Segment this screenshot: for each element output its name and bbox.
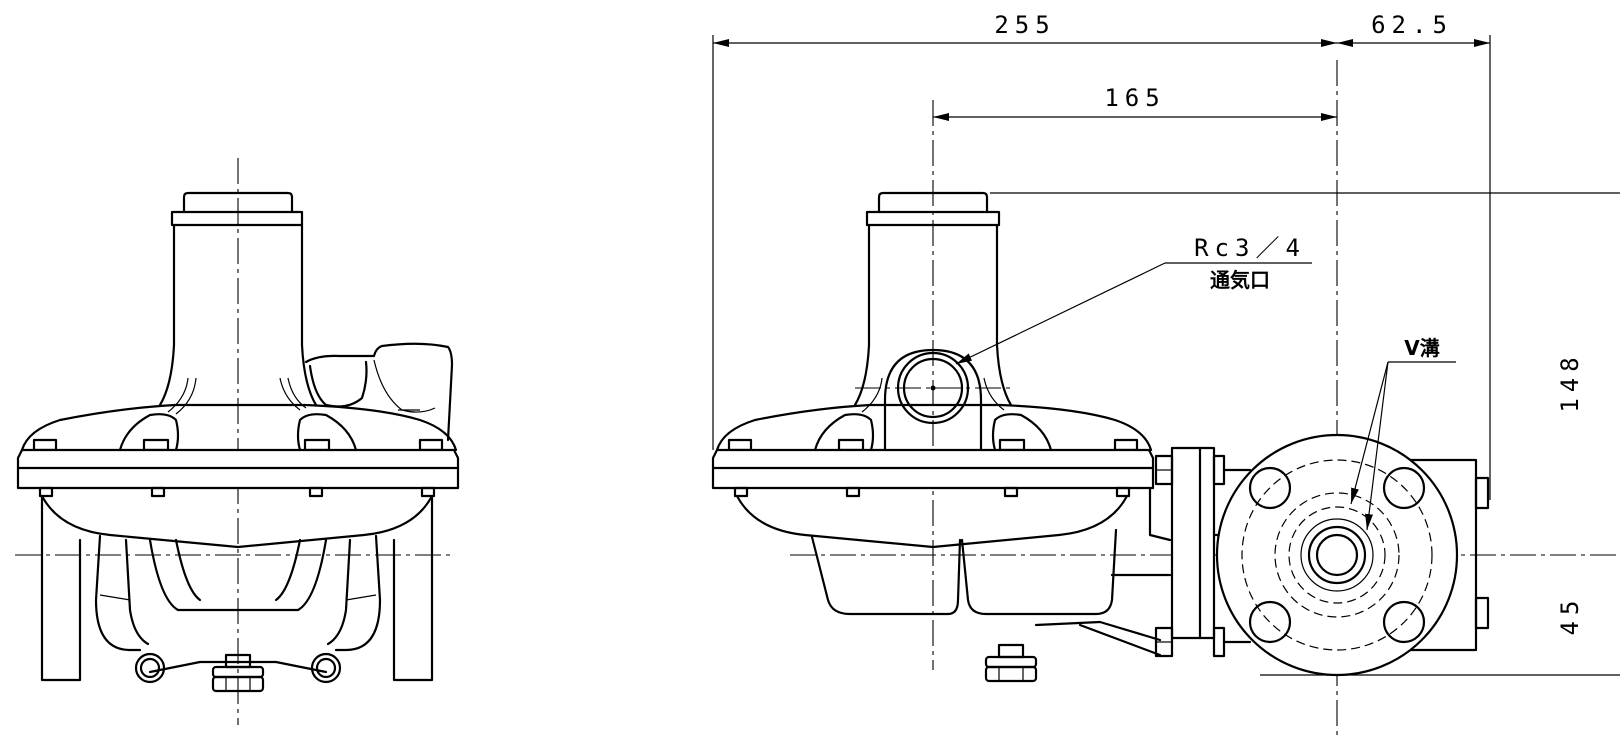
outlet-flange-face (1215, 433, 1459, 677)
bolt-hole-2 (1382, 466, 1426, 510)
bolt-hole-4 (1382, 600, 1426, 644)
end-inlet-nozzle (304, 342, 454, 442)
end-lower-dome (40, 494, 434, 549)
vent-callout-leader (955, 262, 1166, 365)
inlet-flange (1170, 446, 1216, 640)
bolt-hole-1 (1248, 466, 1292, 510)
vent-name-label: 通気口 (1210, 268, 1270, 292)
end-cap-ring (170, 210, 304, 227)
end-diaphragm-upper (20, 403, 458, 452)
side-view: 255 62.5 165 148 45 Rc3／4 通気口 V溝 (711, 11, 1620, 740)
v-groove-label: V溝 (1404, 336, 1439, 360)
bolt-hole-3 (1248, 600, 1292, 644)
vent-port-outer (896, 351, 970, 425)
dim-label-height-upper: 148 (1556, 351, 1584, 412)
dim-label-outlet-width: 62.5 (1371, 11, 1453, 39)
vent-port-inner (902, 357, 964, 419)
bolt-circle (1241, 459, 1433, 651)
v-groove-leader-2 (1365, 361, 1389, 531)
end-bonnet-right (300, 223, 318, 407)
dim-label-vent-offset: 165 (1104, 84, 1165, 112)
end-left-leg (40, 494, 82, 682)
end-bonnet-left (158, 223, 176, 407)
end-view (15, 158, 460, 725)
end-valve-body-left (94, 534, 142, 652)
vent-size-label: Rc3／4 (1194, 234, 1306, 262)
vent-boss (883, 348, 983, 452)
end-right-leg (392, 494, 434, 682)
end-cap (182, 191, 294, 214)
v-groove-leader-1 (1350, 361, 1389, 505)
dim-label-overall-width: 255 (994, 11, 1055, 39)
dim-label-height-lower: 45 (1556, 595, 1584, 636)
side-valve-body (810, 535, 962, 616)
